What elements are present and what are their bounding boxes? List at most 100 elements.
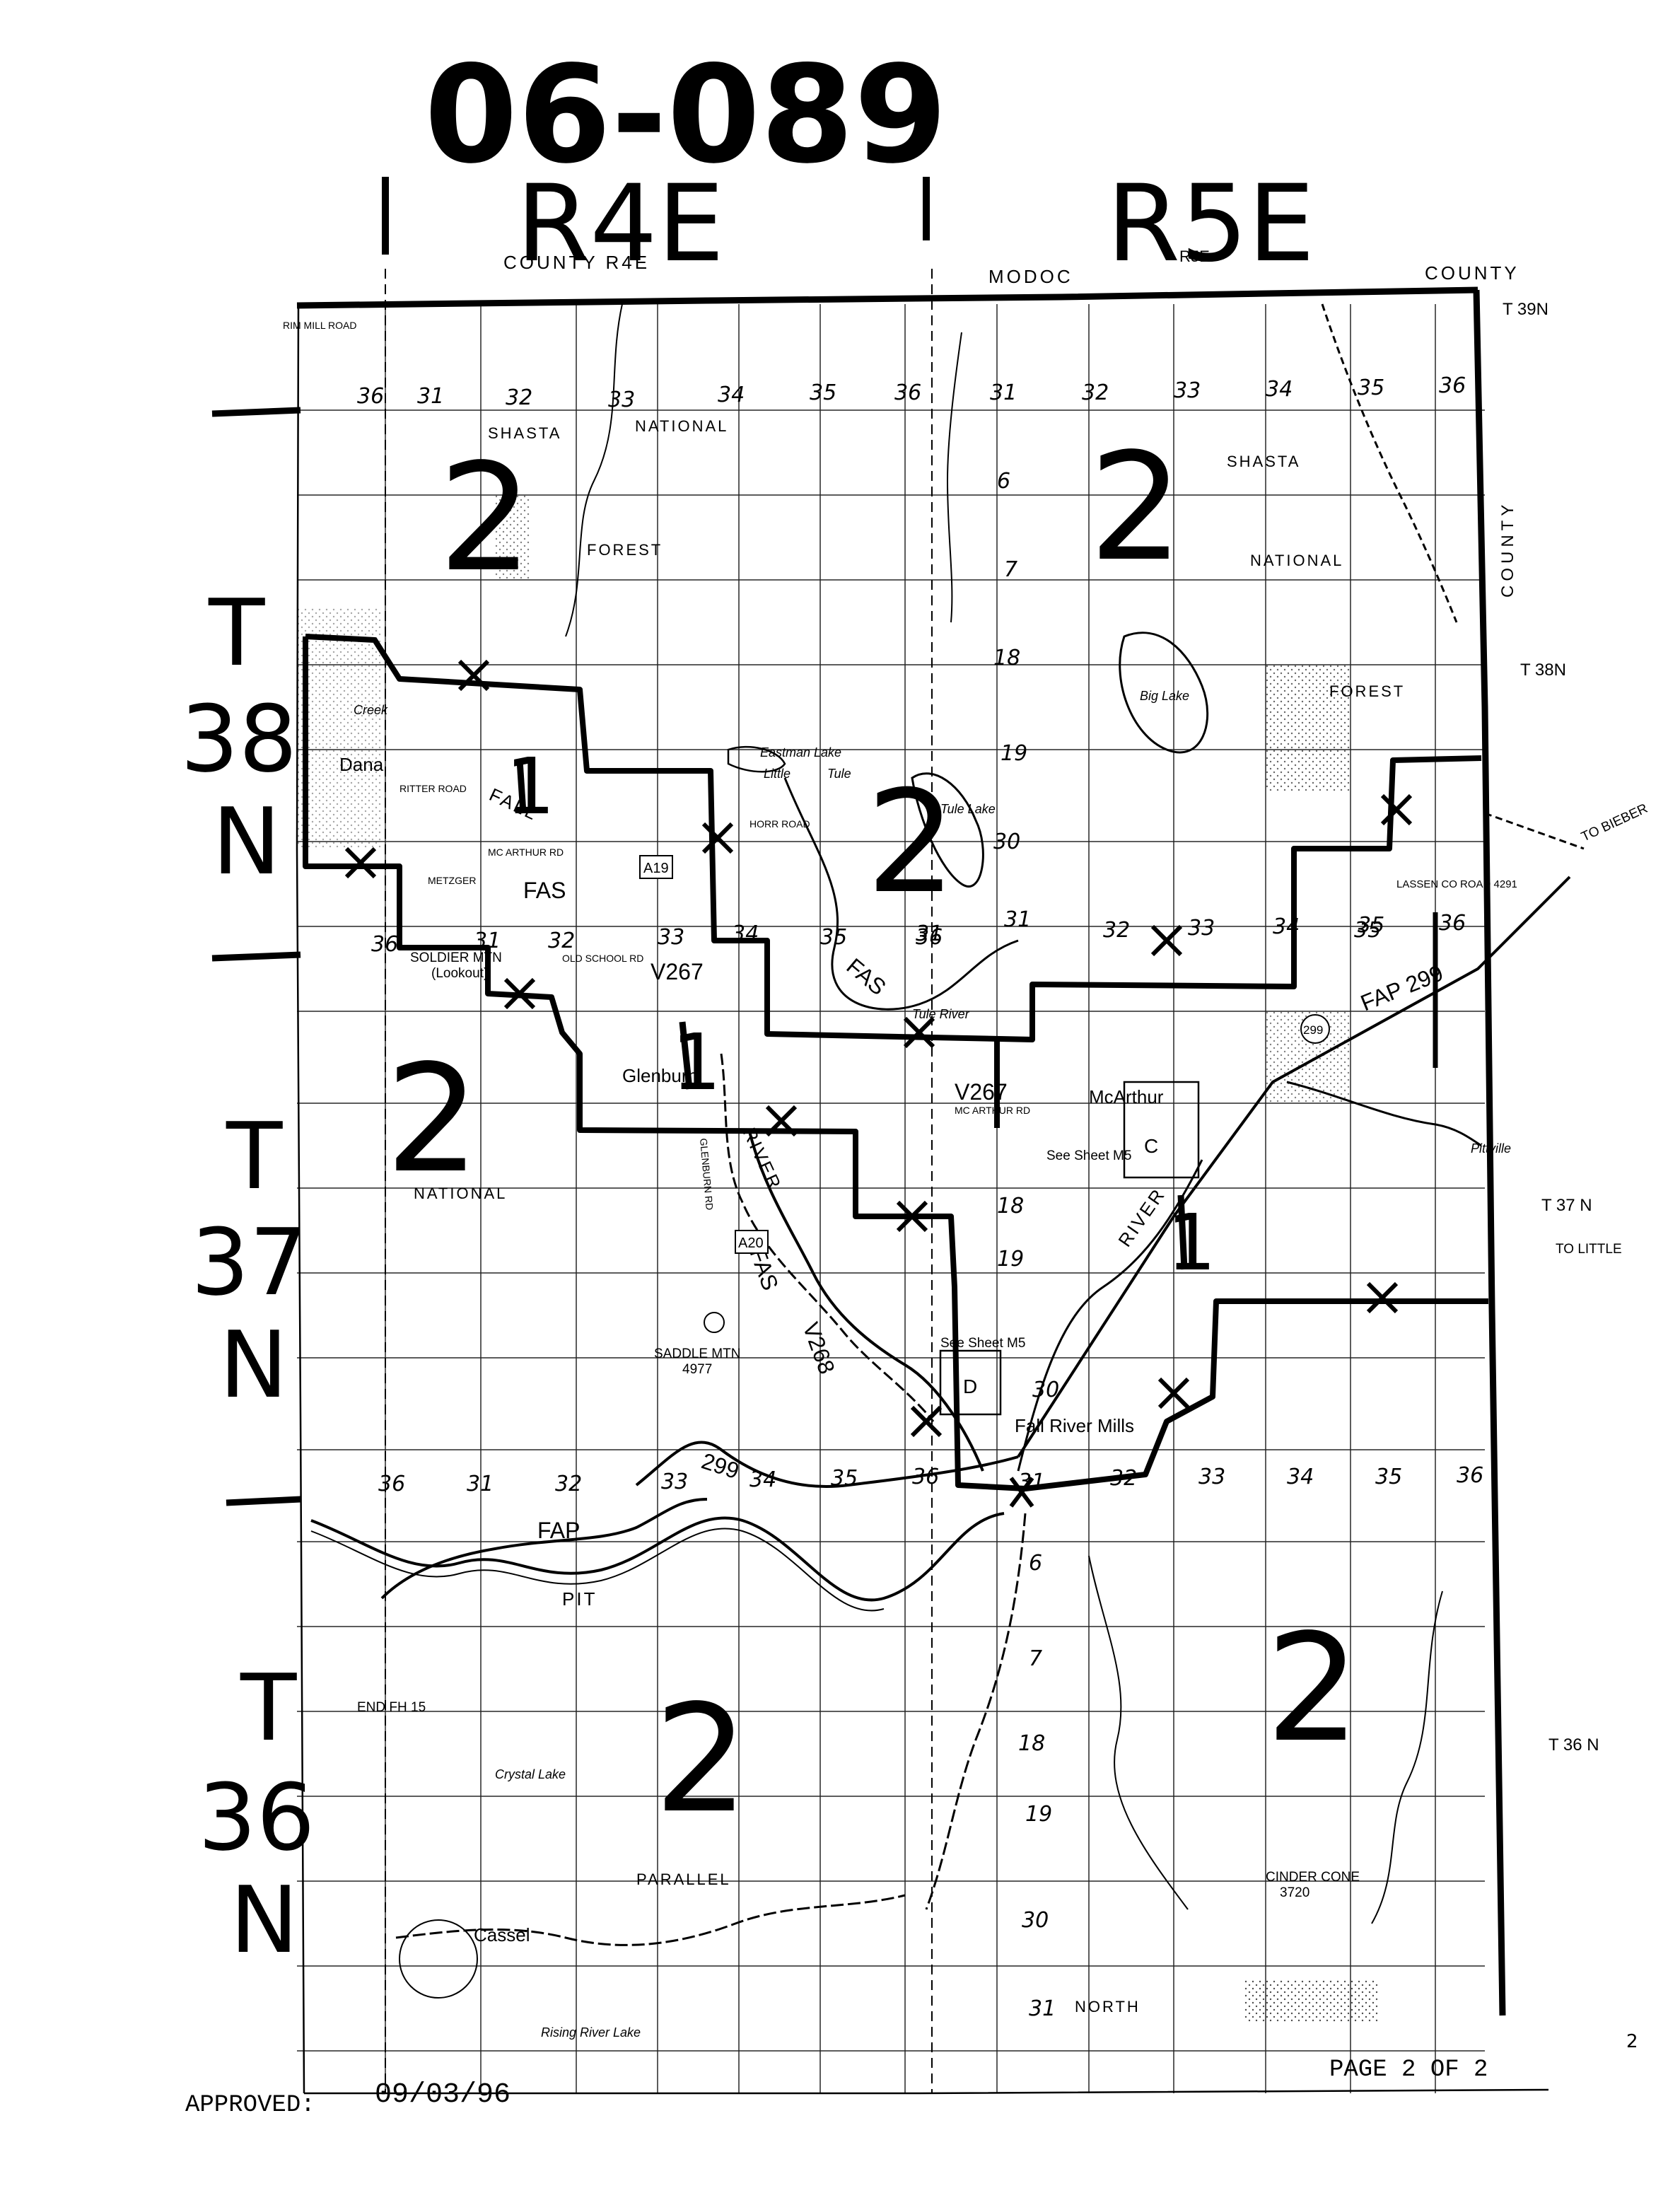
section-number: 31 bbox=[417, 384, 444, 409]
section-number: 18 bbox=[993, 646, 1020, 670]
creek-northeast bbox=[946, 332, 962, 623]
township-number-label: 36 bbox=[198, 1764, 315, 1871]
road-label: RITTER ROAD bbox=[399, 783, 467, 794]
section-number: 33 bbox=[658, 925, 684, 950]
inset-c-label: C bbox=[1144, 1135, 1158, 1157]
diagonal-bieber-road bbox=[1484, 812, 1585, 850]
stipple-area-5 bbox=[495, 495, 530, 580]
cinder-cone-elevation: 3720 bbox=[1280, 1885, 1309, 1900]
saddle-mtn-elevation: 4977 bbox=[682, 1362, 712, 1377]
section-number: 32 bbox=[506, 385, 532, 410]
road-label: OLD SCHOOL RD bbox=[562, 953, 643, 964]
section-number: 36 bbox=[912, 1465, 939, 1489]
svg-text:A19: A19 bbox=[643, 861, 669, 876]
zone-number: 2 bbox=[866, 760, 956, 925]
place-fall-river-mills: Fall River Mills bbox=[1015, 1415, 1134, 1436]
zone-number: 1 bbox=[506, 741, 555, 832]
route-v267-label: V267 bbox=[651, 959, 704, 984]
svg-text:299: 299 bbox=[1303, 1023, 1323, 1037]
section-number: 32 bbox=[1103, 918, 1130, 943]
zone-boundary-fall-mark bbox=[516, 760, 527, 814]
see-sheet-label-d: See Sheet M5 bbox=[940, 1336, 1025, 1351]
pittville-creek bbox=[1286, 1081, 1482, 1147]
section-number: 31 bbox=[1018, 1470, 1045, 1494]
modoc-label: MODOC bbox=[988, 266, 1073, 287]
fap-road-west bbox=[380, 1498, 708, 1600]
section-number: 32 bbox=[1082, 380, 1109, 405]
section-number: 18 bbox=[1018, 1731, 1045, 1756]
section-number: 33 bbox=[1174, 378, 1201, 403]
fas-road bbox=[720, 1053, 935, 1422]
lake-eastman-label: Eastman Lake bbox=[760, 745, 841, 760]
section-number: 7 bbox=[1029, 1646, 1042, 1671]
see-sheet-label-c: See Sheet M5 bbox=[1046, 1148, 1131, 1163]
section-number: 36 bbox=[894, 380, 921, 405]
section-number: 18 bbox=[997, 1194, 1024, 1218]
road-label: MC ARTHUR RD bbox=[955, 1105, 1030, 1116]
pit-river bbox=[310, 1512, 1005, 1602]
zone-number: 2 bbox=[385, 1032, 480, 1206]
section-number: 36 bbox=[1439, 911, 1466, 936]
zone-number: 1 bbox=[672, 1017, 721, 1107]
section-number: 35 bbox=[820, 925, 847, 950]
section-number: 31 bbox=[1004, 907, 1031, 932]
zone-number: 1 bbox=[1167, 1197, 1216, 1288]
shield-299: 299 bbox=[1300, 1014, 1330, 1044]
section-number: 36 bbox=[916, 925, 943, 950]
svg-text:A20: A20 bbox=[738, 1235, 764, 1251]
township-tick-t36-top bbox=[226, 1496, 301, 1506]
page-indicator: PAGE 2 OF 2 bbox=[1329, 2057, 1488, 2083]
county-vertical-label: COUNTY bbox=[1498, 501, 1517, 598]
stipple-area-1 bbox=[1266, 665, 1351, 792]
township-t-label: T bbox=[208, 579, 265, 687]
inset-d-label: D bbox=[963, 1375, 977, 1397]
section-number: 19 bbox=[1025, 1802, 1052, 1827]
range-label-r4e: R4E bbox=[516, 163, 724, 286]
t36n-label: T 36 N bbox=[1548, 1735, 1599, 1755]
township-number-label: 38 bbox=[180, 685, 297, 793]
section-number: 19 bbox=[1001, 741, 1027, 766]
tule-lake bbox=[911, 772, 984, 888]
approved-label: APPROVED: bbox=[185, 2092, 315, 2119]
road-label: METZGER bbox=[428, 875, 476, 886]
route-fap-label: FAP bbox=[537, 1518, 580, 1543]
zone-number: 2 bbox=[438, 431, 533, 605]
section-number: 30 bbox=[993, 830, 1020, 854]
section-number: 35 bbox=[1354, 918, 1381, 943]
creek-label: Creek bbox=[354, 703, 388, 717]
place-mcarthur: McArthur bbox=[1089, 1086, 1164, 1107]
tule-river bbox=[783, 777, 1019, 1011]
range-label-r5e: R5E bbox=[1107, 163, 1314, 286]
approved-date: 09/03/96 bbox=[375, 2079, 511, 2111]
shield-a20: A20 bbox=[735, 1230, 769, 1254]
river-east bbox=[1017, 1159, 1203, 1472]
section-number: 30 bbox=[1022, 1908, 1049, 1933]
to-little-label: TO LITTLE bbox=[1556, 1242, 1622, 1257]
section-number: 34 bbox=[732, 921, 759, 946]
soldier-mtn-lookout: (Lookout) bbox=[431, 966, 488, 981]
zone-number: 2 bbox=[1266, 1602, 1360, 1775]
section-number: 35 bbox=[1358, 376, 1384, 400]
section-number: 34 bbox=[1287, 1465, 1314, 1489]
forest-label: SHASTA bbox=[1227, 453, 1300, 470]
section-number: 36 bbox=[357, 384, 384, 409]
to-bieber-label: TO BIEBER bbox=[1579, 801, 1650, 845]
section-number: 31 bbox=[916, 921, 943, 946]
zone-boundary-glenburn-mark bbox=[679, 1021, 693, 1090]
creek-far-east bbox=[1371, 1590, 1443, 1924]
route-299-label: 299 bbox=[699, 1448, 742, 1484]
section-number: 31 bbox=[467, 1472, 494, 1496]
county-boundary-left bbox=[296, 305, 305, 2094]
saddle-mtn-marker bbox=[704, 1312, 725, 1333]
zone-boundary-west-drop bbox=[303, 636, 1488, 1491]
river-label: RIVER bbox=[1114, 1184, 1169, 1251]
eastman-lake bbox=[727, 745, 786, 773]
saddle-mtn-label: SADDLE MTN bbox=[654, 1346, 740, 1361]
document-number: 06-089 bbox=[424, 37, 947, 193]
forest-label: FOREST bbox=[1329, 682, 1405, 700]
section-number: 34 bbox=[1273, 914, 1300, 939]
r5e-small-label: R5E bbox=[1179, 248, 1210, 265]
lake-tule-lake-label: Tule Lake bbox=[940, 802, 996, 816]
inset-box-c bbox=[1123, 1081, 1200, 1179]
county-boundary-bottom bbox=[304, 2088, 1549, 2095]
